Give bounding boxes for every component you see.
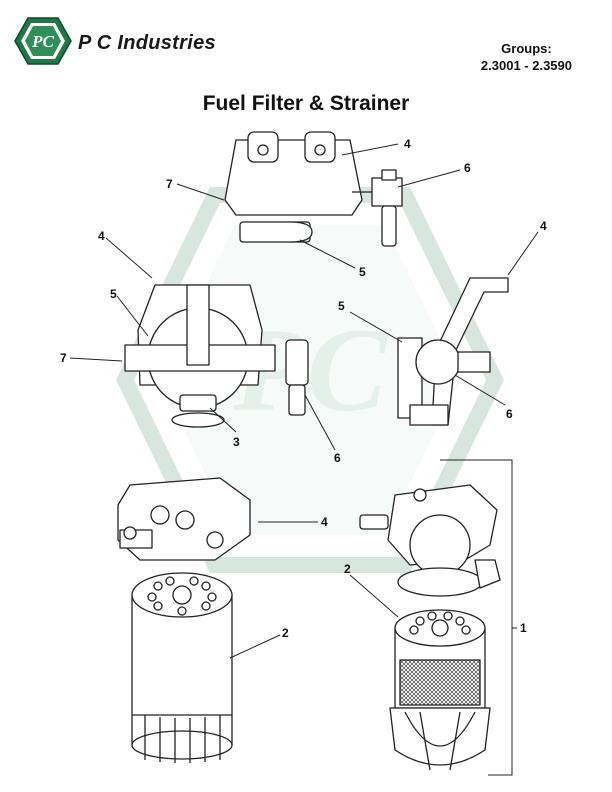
callout-3: 3 [233, 435, 240, 449]
filter-head-side-view [397, 277, 509, 426]
leader-lines [69, 143, 539, 776]
callout-1: 1 [520, 621, 527, 635]
svg-text:PC: PC [31, 32, 54, 51]
filter-head-front-view [124, 284, 309, 428]
callout-4-iso: 4 [321, 515, 328, 529]
callout-2-spin-on: 2 [282, 626, 289, 640]
groups-range: 2.3001 - 2.3590 [480, 58, 572, 73]
callout-4-side: 4 [540, 219, 547, 233]
groups-block: Groups: 2.3001 - 2.3590 [481, 40, 572, 74]
callout-6-side: 6 [506, 407, 513, 421]
callout-6-front: 6 [334, 451, 341, 465]
groups-label: Groups: [501, 41, 552, 56]
callout-5-front: 5 [110, 287, 117, 301]
page-title: Fuel Filter & Strainer [202, 92, 410, 115]
callout-5-side: 5 [338, 299, 345, 313]
callout-6-top: 6 [464, 161, 471, 175]
brand-name: P C Industries [78, 32, 216, 54]
bowl-filter-strainer [389, 609, 491, 771]
callout-5-top: 5 [359, 265, 366, 279]
callout-4-top: 4 [404, 137, 411, 151]
filter-head-top-view [224, 131, 403, 247]
filter-head-iso-view [117, 477, 251, 561]
pc-industries-logo: PC [14, 17, 72, 65]
callout-7-top: 7 [166, 177, 173, 191]
callout-4-front: 4 [98, 229, 105, 243]
callout-7-front: 7 [60, 351, 67, 365]
callout-2-bowl: 2 [344, 562, 351, 576]
spin-on-filter [131, 572, 233, 763]
strainer-head-iso-view [359, 484, 501, 597]
